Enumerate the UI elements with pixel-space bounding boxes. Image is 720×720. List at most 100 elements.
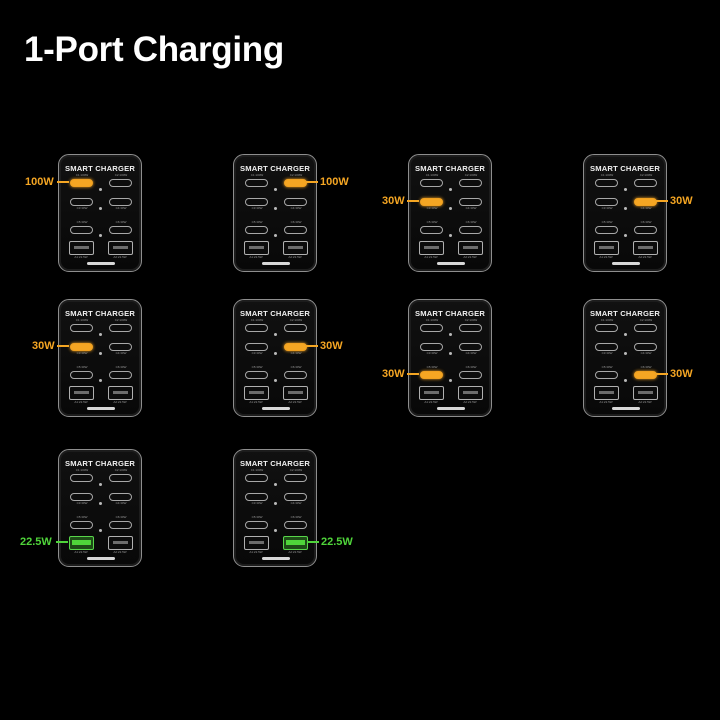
port-rating-label: C2:100W [114,318,128,322]
usb-a-port-a1 [69,241,94,255]
callout-line [656,373,668,375]
wattage-callout-label: 30W [670,194,693,207]
port-rating-label: C3:30W [426,351,438,355]
usb-c-port-c1 [420,179,443,187]
usb-c-port-c6 [634,371,657,379]
port-rating-label: C4:30W [465,206,477,210]
port-rating-label: A1:22.5W [74,255,88,259]
usb-c-port-c5 [70,521,93,529]
usb-c-port-c4 [284,198,307,206]
usb-c-port-c6 [109,371,132,379]
charger-base-bar [437,262,465,265]
usb-a-port-a2 [108,536,133,550]
indicator-dot [624,352,627,355]
charger-brand-label: SMART CHARGER [64,309,136,318]
charger-brand-label: SMART CHARGER [589,309,661,318]
wattage-callout-label: 100W [320,175,349,188]
indicator-dot [449,207,452,210]
port-rating-label: C4:30W [115,206,127,210]
indicator-dot [624,188,627,191]
port-rating-label: A1:22.5W [599,400,613,404]
port-rating-label: C6:30W [640,365,652,369]
indicator-dot [99,352,102,355]
charger-brand-label: SMART CHARGER [64,459,136,468]
port-rating-label: C3:30W [426,206,438,210]
usb-c-port-c3 [70,493,93,501]
callout-line [407,200,419,202]
usb-c-port-c5 [420,226,443,234]
callout-line [306,345,318,347]
port-rating-label: C6:30W [290,365,302,369]
port-rating-label: C2:100W [289,173,303,177]
indicator-dot [274,502,277,505]
usb-c-port-c1 [70,179,93,187]
port-rating-label: C3:30W [601,206,613,210]
usb-c-port-c3 [245,493,268,501]
usb-c-port-c5 [70,371,93,379]
usb-c-port-c1 [245,474,268,482]
indicator-dot [274,483,277,486]
port-rating-label: C3:30W [601,351,613,355]
usb-c-port-c3 [595,198,618,206]
charger-brand-label: SMART CHARGER [414,309,486,318]
usb-a-port-a1 [594,241,619,255]
usb-c-port-c4 [109,343,132,351]
charger-base-bar [262,557,290,560]
indicator-dot [274,234,277,237]
indicator-dot [274,352,277,355]
usb-c-port-c5 [595,226,618,234]
port-rating-label: C6:30W [115,515,127,519]
port-rating-label: C1:100W [600,318,614,322]
usb-c-port-c1 [595,179,618,187]
usb-a-port-a1 [419,241,444,255]
usb-a-port-a2 [283,241,308,255]
usb-a-port-a2 [108,241,133,255]
port-rating-label: C4:30W [115,351,127,355]
port-rating-label: A2:22.5W [638,255,652,259]
charger-base-bar [87,407,115,410]
usb-c-port-c1 [245,179,268,187]
charger-base-bar [87,557,115,560]
usb-c-port-c3 [245,343,268,351]
usb-c-port-c6 [459,226,482,234]
port-rating-label: C5:30W [426,220,438,224]
callout-line [656,200,668,202]
usb-c-port-c4 [634,343,657,351]
port-rating-label: C4:30W [465,351,477,355]
port-rating-label: C5:30W [251,220,263,224]
charger-brand-label: SMART CHARGER [239,309,311,318]
port-rating-label: A2:22.5W [463,255,477,259]
port-rating-label: A2:22.5W [113,255,127,259]
port-rating-label: C5:30W [601,220,613,224]
charger-base-bar [87,262,115,265]
usb-c-port-c3 [245,198,268,206]
port-rating-label: C2:100W [289,318,303,322]
port-rating-label: C2:100W [464,173,478,177]
port-rating-label: A1:22.5W [424,255,438,259]
indicator-dot [624,333,627,336]
indicator-dot [624,379,627,382]
port-rating-label: C2:100W [289,468,303,472]
usb-c-port-c3 [420,198,443,206]
usb-c-port-c6 [109,226,132,234]
indicator-dot [274,333,277,336]
usb-c-port-c2 [459,324,482,332]
port-rating-label: C2:100W [464,318,478,322]
port-rating-label: A1:22.5W [249,400,263,404]
usb-a-port-a1 [419,386,444,400]
port-rating-label: C4:30W [640,206,652,210]
port-rating-label: C5:30W [426,365,438,369]
usb-c-port-c1 [420,324,443,332]
port-rating-label: A1:22.5W [74,550,88,554]
indicator-dot [99,502,102,505]
wattage-callout-label: 30W [382,194,405,207]
indicator-dot [449,234,452,237]
port-rating-label: C1:100W [75,468,89,472]
port-rating-label: C5:30W [251,365,263,369]
port-rating-label: C1:100W [250,318,264,322]
usb-c-port-c2 [109,474,132,482]
